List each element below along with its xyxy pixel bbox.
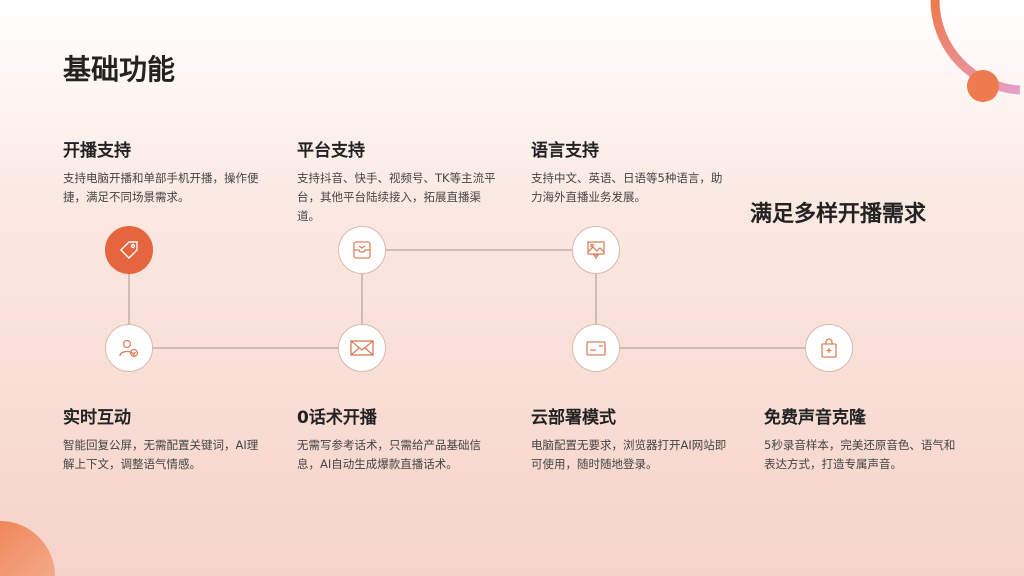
slogan: 满足多样开播需求 xyxy=(750,202,927,227)
decorative-corner-circle xyxy=(0,521,55,576)
feature-desc: 电脑配置无要求，浏览器打开AI网站即可使用，随时随地登录。 xyxy=(531,438,727,471)
feature-desc: 支持抖音、快手、视频号、TK等主流平台，其他平台陆续接入，拓展直播渠道。 xyxy=(297,171,496,223)
page-title: 基础功能 xyxy=(63,53,176,86)
feature-title: 语言支持 xyxy=(531,141,599,161)
feature-title: 免费声音克隆 xyxy=(764,408,866,428)
decorative-dot xyxy=(967,70,999,102)
feature-title: 开播支持 xyxy=(63,141,131,161)
inbox-icon xyxy=(338,226,386,274)
feature-title: 云部署模式 xyxy=(531,408,616,428)
card-icon xyxy=(572,324,620,372)
feature-realtime-interaction: 实时互动 智能回复公屏，无需配置关键词，AI理解上下文，调整语气情感。 xyxy=(63,403,263,474)
image-icon xyxy=(572,226,620,274)
tag-icon xyxy=(105,226,153,274)
feature-title: 平台支持 xyxy=(297,141,365,161)
feature-broadcast-support: 开播支持 支持电脑开播和单部手机开播，操作便捷，满足不同场景需求。 xyxy=(63,136,263,207)
feature-desc: 智能回复公屏，无需配置关键词，AI理解上下文，调整语气情感。 xyxy=(63,438,259,471)
feature-desc: 无需写参考话术，只需给产品基础信息，AI自动生成爆款直播话术。 xyxy=(297,438,481,471)
mail-icon xyxy=(338,324,386,372)
feature-voice-clone: 免费声音克隆 5秒录音样本，完美还原音色、语气和表达方式，打造专属声音。 xyxy=(764,403,964,474)
feature-cloud-deploy: 云部署模式 电脑配置无要求，浏览器打开AI网站即可使用，随时随地登录。 xyxy=(531,403,731,474)
decorative-arc xyxy=(930,0,1021,95)
feature-language-support: 语言支持 支持中文、英语、日语等5种语言，助力海外直播业务发展。 xyxy=(531,136,726,207)
feature-title: 实时互动 xyxy=(63,408,131,428)
feature-desc: 支持电脑开播和单部手机开播，操作便捷，满足不同场景需求。 xyxy=(63,171,259,204)
shopping-bag-icon xyxy=(805,324,853,372)
users-check-icon xyxy=(105,324,153,372)
feature-title: 0话术开播 xyxy=(297,408,377,428)
feature-platform-support: 平台支持 支持抖音、快手、视频号、TK等主流平台，其他平台陆续接入，拓展直播渠道… xyxy=(297,136,497,226)
feature-desc: 5秒录音样本，完美还原音色、语气和表达方式，打造专属声音。 xyxy=(764,438,956,471)
feature-zero-script: 0话术开播 无需写参考话术，只需给产品基础信息，AI自动生成爆款直播话术。 xyxy=(297,403,497,474)
feature-desc: 支持中文、英语、日语等5种语言，助力海外直播业务发展。 xyxy=(531,171,723,204)
